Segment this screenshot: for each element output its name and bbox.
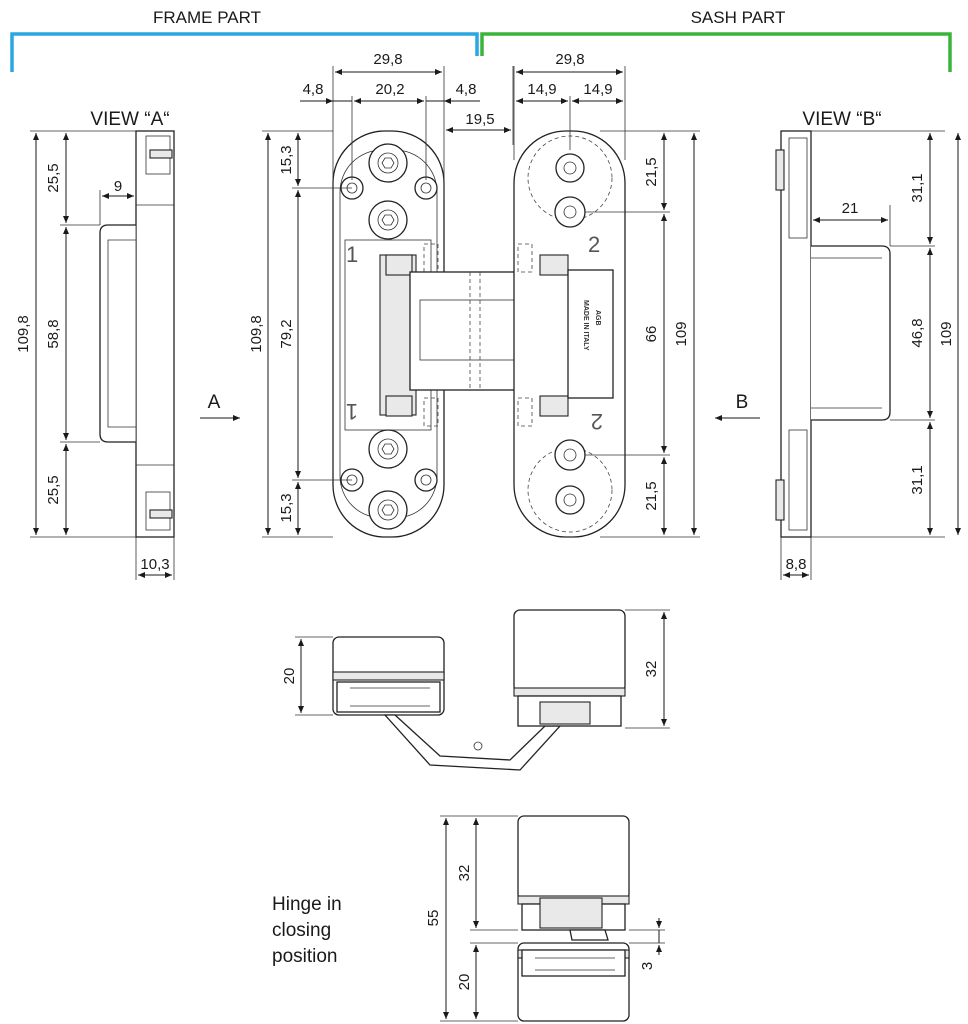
hole-icon (414, 176, 438, 200)
dim-sash-21-5-bot: 21,5 (643, 481, 660, 510)
frame-number-1: 1 (346, 242, 358, 267)
frame-part-bracket (10, 32, 479, 72)
dim-va-25-5-bot: 25,5 (45, 475, 62, 504)
dim-va-25-5-top: 25,5 (45, 163, 62, 192)
dim-frame-15-3-bot: 15,3 (278, 493, 295, 522)
hole-icon (414, 468, 438, 492)
side-view-open: 20 32 (281, 609, 670, 771)
dim-closed-20: 20 (456, 974, 473, 991)
hole-icon (554, 439, 586, 471)
view-b-arrow: B (715, 392, 760, 421)
dim-sash-21-5-top: 21,5 (643, 157, 660, 186)
screw-icon (555, 153, 585, 183)
frame-part-label: FRAME PART (153, 8, 261, 27)
made-in-italy: MADE IN ITALY (582, 300, 589, 351)
dim-20-2: 20,2 (375, 81, 404, 98)
dim-sash-109: 109 (673, 321, 690, 346)
screw-icon (368, 490, 408, 530)
screw-icon (368, 429, 408, 469)
view-a-arrow: A (200, 392, 240, 421)
arrow-b-label: B (736, 392, 749, 413)
sash-number-2-inverted: 2 (591, 409, 603, 434)
view-b-dimensions: 21 31,1 46,8 31,1 109 8,8 (780, 130, 961, 580)
view-a-dimensions: 109,8 25,5 58,8 25,5 9 10,3 (15, 130, 175, 580)
view-a-drawing: VIEW “A“ (90, 109, 175, 538)
dim-va-9: 9 (114, 178, 122, 195)
sash-number-2: 2 (588, 232, 600, 257)
dim-14-9-left: 14,9 (527, 81, 556, 98)
dim-vb-21: 21 (842, 200, 859, 217)
arrow-a-label: A (208, 392, 221, 413)
view-a-label: VIEW “A“ (90, 109, 169, 130)
dim-vb-31-1-bot: 31,1 (909, 465, 926, 494)
dim-side-20: 20 (281, 668, 298, 685)
closing-line-2: closing (272, 920, 331, 941)
screw-icon (368, 200, 408, 240)
dim-top-29-8-frame: 29,8 (373, 51, 402, 68)
closing-line-1: Hinge in (272, 894, 342, 915)
dim-va-109-8: 109,8 (15, 315, 32, 353)
screw-icon (368, 143, 408, 183)
dim-vb-8-8: 8,8 (786, 556, 807, 573)
sash-part-dimensions: 29,8 14,9 14,9 109 21,5 66 21,5 (513, 51, 700, 538)
dim-va-58-8: 58,8 (45, 319, 62, 348)
brand-logo: AGB (594, 310, 601, 326)
dim-va-10-3: 10,3 (140, 556, 169, 573)
sash-part-front: 2 2 AGB MADE IN ITALY (513, 130, 626, 538)
dim-19-5: 19,5 (465, 111, 494, 128)
dim-14-9-right: 14,9 (583, 81, 612, 98)
sash-part-label: SASH PART (691, 8, 786, 27)
sash-part-bracket (480, 32, 952, 72)
side-view-closed: 55 32 20 3 (425, 815, 665, 1022)
screw-icon (555, 485, 585, 515)
dim-4-8-right: 4,8 (456, 81, 477, 98)
frame-part-dimensions: 29,8 4,8 20,2 4,8 19,5 109,8 15,3 79,2 1… (248, 51, 514, 538)
dim-closed-55: 55 (425, 910, 442, 927)
dim-frame-79-2: 79,2 (278, 319, 295, 348)
closing-line-3: position (272, 946, 338, 967)
dim-frame-15-3-top: 15,3 (278, 145, 295, 174)
dim-vb-109: 109 (938, 321, 955, 346)
dim-frame-109-8: 109,8 (248, 315, 265, 353)
dim-vb-46-8: 46,8 (909, 318, 926, 347)
hole-icon (554, 196, 586, 228)
dim-closed-3: 3 (639, 962, 656, 970)
view-b-label: VIEW “B“ (802, 109, 881, 130)
dim-vb-31-1-top: 31,1 (909, 173, 926, 202)
dim-side-32: 32 (643, 661, 660, 678)
dim-closed-32: 32 (456, 865, 473, 882)
dim-4-8-left: 4,8 (303, 81, 324, 98)
view-b-drawing: VIEW “B“ (775, 109, 891, 538)
closing-position-caption: Hinge in closing position (272, 894, 342, 967)
dim-sash-66: 66 (643, 326, 660, 343)
frame-number-1-inverted: 1 (346, 399, 358, 424)
dim-top-29-8-sash: 29,8 (555, 51, 584, 68)
